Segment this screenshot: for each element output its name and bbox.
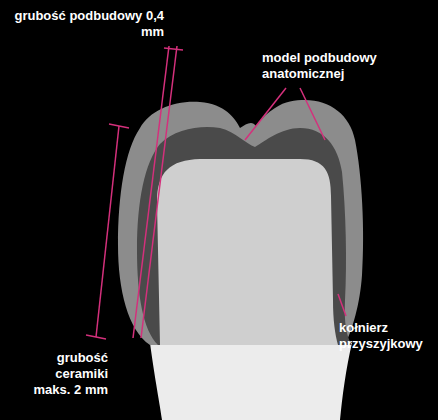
part-label: model podbudowy anatomicznej <box>262 50 386 82</box>
framework-dimension <box>133 46 169 338</box>
leader-line <box>300 88 325 140</box>
framework-dimension <box>141 46 177 338</box>
part-label: kołnierz przyszyjkowy <box>339 320 435 352</box>
leader-line <box>338 294 346 316</box>
dimension-tick <box>164 48 183 50</box>
ceramic-dimension <box>96 126 119 337</box>
dimension-label: grubość ceramiki maks. 2 mm <box>26 350 108 398</box>
tooth-root <box>150 343 352 420</box>
framework-layer <box>137 127 352 345</box>
dimension-tick <box>109 124 129 128</box>
dimension-label: grubość podbudowy 0,4 mm <box>4 8 164 40</box>
abutment-stump <box>157 159 338 345</box>
leader-line <box>245 88 286 140</box>
dimension-tick <box>86 335 106 339</box>
